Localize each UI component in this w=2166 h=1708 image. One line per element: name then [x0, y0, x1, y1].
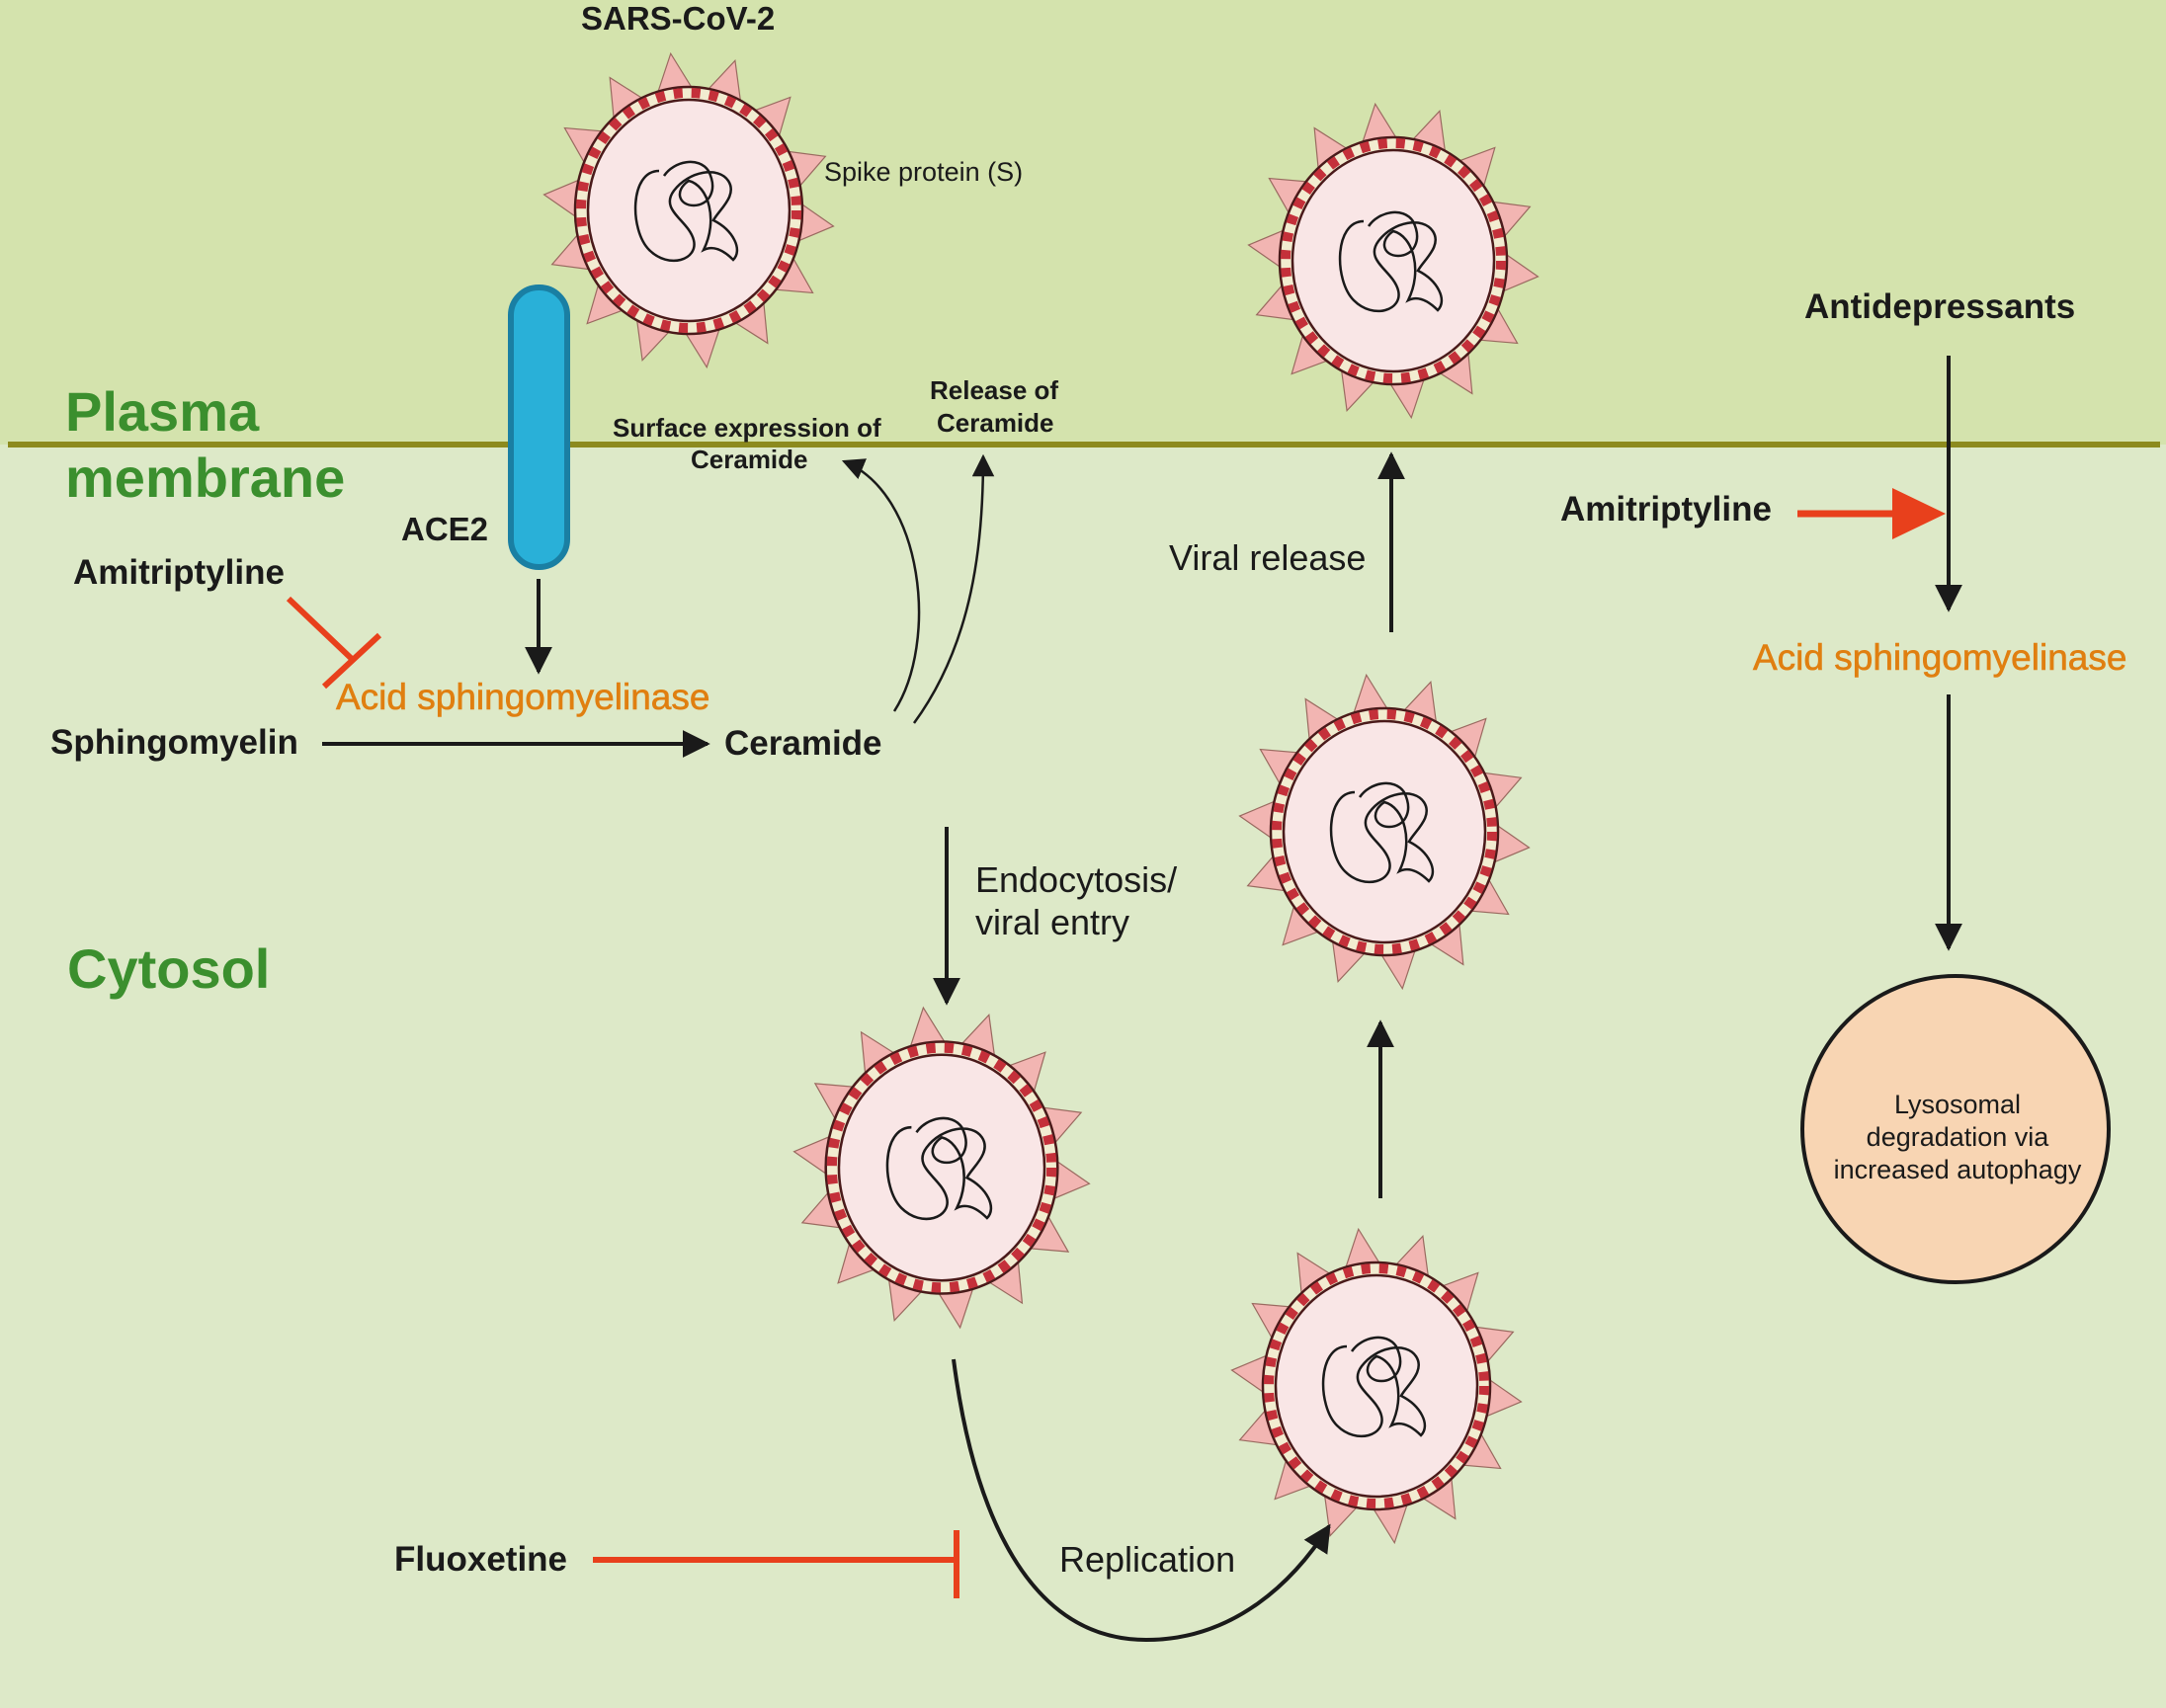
lysosome-label-line2: degradation via	[1867, 1122, 2050, 1152]
release-label-line2: Ceramide	[937, 408, 1054, 438]
viral-rna	[885, 1116, 993, 1221]
amitriptyline-inhibit-bar	[321, 632, 382, 690]
virus-particle-released	[1247, 102, 1540, 420]
virus-membrane-band	[576, 88, 801, 333]
virus-interior	[837, 1053, 1046, 1282]
surface-expression-label-line2: Ceramide	[691, 445, 808, 474]
extracellular-region	[0, 0, 2166, 445]
virus-particle-extracellular	[542, 51, 835, 369]
virus-particle-replicated	[1230, 1227, 1523, 1545]
endocytosis-label-line2: viral entry	[975, 902, 1129, 942]
ace2-receptor	[508, 285, 570, 570]
amitriptyline-inhibit-line	[286, 596, 355, 662]
ceramide-release-arrow	[912, 453, 995, 724]
acid-sphingomyelinase-left-label: Acid sphingomyelinase	[336, 677, 709, 717]
virus-interior	[1282, 719, 1487, 944]
virus-interior	[1291, 148, 1496, 373]
spike-protein-label: Spike protein (S)	[824, 157, 1023, 187]
viral-rna	[1329, 781, 1435, 883]
amitriptyline-left-label: Amitriptyline	[73, 553, 285, 592]
virus-name-label: SARS-CoV-2	[581, 0, 775, 37]
acid-sphingomyelinase-right-label: Acid sphingomyelinase	[1753, 637, 2126, 678]
ace2-label: ACE2	[401, 511, 488, 547]
release-label-line1: Release of	[930, 375, 1058, 405]
endocytosis-label-line1: Endocytosis/	[975, 859, 1177, 900]
lysosome-label-line1: Lysosomal	[1894, 1090, 2021, 1119]
lysosome-label-line3: increased autophagy	[1834, 1155, 2082, 1184]
sphingomyelin-label: Sphingomyelin	[50, 723, 298, 762]
replication-label: Replication	[1059, 1539, 1235, 1580]
plasma-membrane-label-line1: Plasma	[65, 380, 260, 443]
cytosol-label: Cytosol	[67, 937, 270, 1000]
surface-expression-arrow	[841, 458, 921, 712]
viral-release-label: Viral release	[1169, 537, 1366, 578]
ceramide-label: Ceramide	[724, 724, 882, 763]
amitriptyline-activate-head	[1892, 488, 1946, 539]
viral-rna	[1338, 210, 1444, 312]
amitriptyline-right-label: Amitriptyline	[1560, 490, 1772, 529]
virus-interior	[1274, 1273, 1479, 1499]
viral-rna	[633, 160, 739, 262]
viral-rna	[1321, 1336, 1427, 1437]
fluoxetine-label: Fluoxetine	[394, 1540, 567, 1579]
virus-membrane-band	[1264, 1263, 1489, 1508]
surface-expression-label-line1: Surface expression of	[613, 413, 881, 443]
plasma-membrane-label-line2: membrane	[65, 447, 345, 509]
virus-membrane-band	[826, 1042, 1057, 1293]
virus-particle-intracellular	[1238, 673, 1531, 991]
antidepressants-label: Antidepressants	[1804, 287, 2075, 326]
virus-membrane-band	[1281, 138, 1506, 383]
virus-interior	[586, 98, 791, 323]
virus-membrane-band	[1272, 709, 1497, 954]
replication-arrow	[952, 1358, 1331, 1643]
virus-particle-endocytosed	[792, 1006, 1091, 1330]
lysosome-circle	[1800, 974, 2111, 1284]
